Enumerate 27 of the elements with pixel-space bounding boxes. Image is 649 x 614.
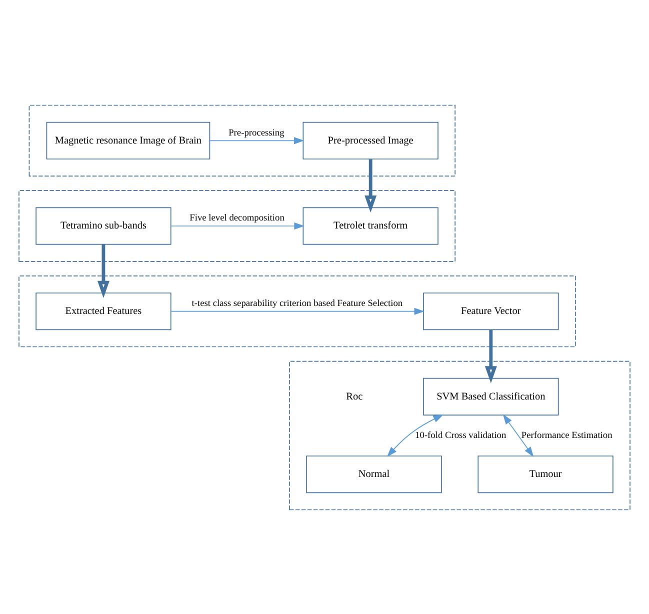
node-box: Tumour (478, 455, 614, 493)
arrow (170, 222, 304, 230)
node-box: Magnetic resonance Image of Brain (46, 121, 210, 159)
arrow (386, 414, 444, 456)
node-box: Tetrolet transform (302, 206, 438, 244)
cluster (18, 190, 456, 262)
node-box: Feature Vector (423, 292, 559, 330)
node-box: Extracted Features (36, 292, 172, 330)
node-box: Tetramino sub-bands (36, 206, 172, 244)
arrow (210, 136, 304, 144)
arrow (364, 158, 377, 212)
arrow (502, 414, 534, 457)
node-box: SVM Based Classification (423, 377, 559, 415)
node-box: Pre-processed Image (302, 121, 438, 159)
edge-label: Performance Estimation (521, 430, 612, 440)
arrow (170, 307, 425, 314)
arrow (484, 329, 497, 383)
cluster (28, 104, 456, 176)
cluster (289, 360, 630, 510)
node-box: Normal (306, 455, 442, 493)
edge-label: 10-fold Cross validation (415, 430, 506, 440)
cluster (18, 275, 576, 347)
arrow (97, 244, 110, 298)
edge-label: Five level decomposition (190, 213, 284, 224)
edge-label: t-test class separability criterion based Feature Selection (192, 298, 403, 309)
label: Roc (346, 390, 363, 402)
edge-label: Pre-processing (228, 128, 284, 138)
